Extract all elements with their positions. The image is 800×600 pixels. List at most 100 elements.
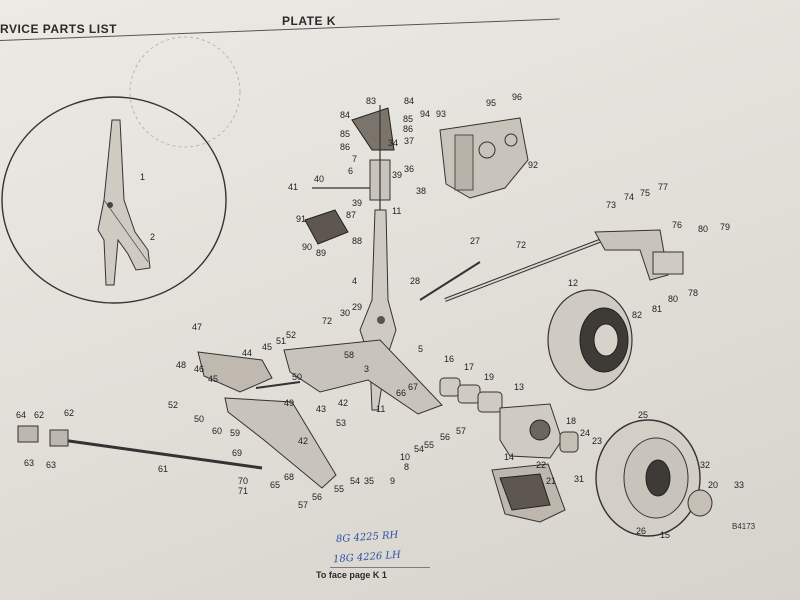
svg-text:81: 81: [652, 304, 662, 314]
svg-text:82: 82: [632, 310, 642, 320]
svg-text:11: 11: [392, 206, 401, 216]
svg-text:53: 53: [336, 418, 346, 428]
svg-text:7: 7: [352, 154, 357, 164]
svg-text:86: 86: [340, 142, 350, 152]
king-pin-column: [359, 209, 397, 411]
svg-text:18: 18: [566, 416, 576, 426]
svg-text:10: 10: [400, 452, 410, 462]
svg-text:80: 80: [668, 294, 678, 304]
svg-text:70: 70: [238, 476, 248, 486]
svg-text:47: 47: [192, 322, 202, 332]
svg-text:92: 92: [528, 160, 538, 170]
svg-text:24: 24: [580, 428, 590, 438]
svg-text:57: 57: [456, 426, 466, 436]
svg-text:48: 48: [176, 360, 186, 370]
hub-cap-12: [547, 289, 633, 391]
svg-text:56: 56: [440, 432, 450, 442]
svg-text:86: 86: [403, 124, 413, 134]
svg-text:66: 66: [396, 388, 406, 398]
svg-text:13: 13: [514, 382, 524, 392]
svg-text:95: 95: [486, 98, 496, 108]
svg-text:54: 54: [414, 444, 424, 454]
svg-text:40: 40: [314, 174, 324, 184]
svg-text:45: 45: [262, 342, 272, 352]
svg-text:49: 49: [284, 398, 294, 408]
svg-text:88: 88: [352, 236, 362, 246]
inset-stub-axle: [1, 96, 227, 304]
backplate-31: [491, 463, 566, 523]
svg-text:35: 35: [364, 476, 374, 486]
footer-rule: [330, 567, 430, 568]
svg-text:32: 32: [700, 460, 710, 470]
svg-text:33: 33: [734, 480, 744, 490]
svg-text:72: 72: [322, 316, 332, 326]
svg-text:55: 55: [334, 484, 344, 494]
svg-text:39: 39: [392, 170, 402, 180]
svg-text:16: 16: [444, 354, 454, 364]
svg-text:42: 42: [338, 398, 348, 408]
svg-text:73: 73: [606, 200, 616, 210]
svg-text:55: 55: [424, 440, 434, 450]
track-rod-61: [17, 425, 263, 470]
svg-text:80: 80: [698, 224, 708, 234]
svg-text:52: 52: [286, 330, 296, 340]
svg-text:60: 60: [212, 426, 222, 436]
svg-text:72: 72: [516, 240, 526, 250]
svg-text:89: 89: [316, 248, 326, 258]
svg-text:84: 84: [340, 110, 350, 120]
lower-arm-frame: [197, 339, 443, 489]
svg-text:59: 59: [230, 428, 240, 438]
header-service-parts-list: RVICE PARTS LIST: [0, 22, 117, 36]
svg-text:94: 94: [420, 109, 430, 119]
hub-13: [499, 403, 579, 459]
svg-text:19: 19: [484, 372, 494, 382]
svg-text:20: 20: [708, 480, 718, 490]
svg-text:67: 67: [408, 382, 418, 392]
brake-drum-25: [595, 419, 713, 537]
svg-text:52: 52: [168, 400, 178, 410]
svg-text:6: 6: [348, 166, 353, 176]
svg-text:63: 63: [24, 458, 34, 468]
svg-text:46: 46: [194, 364, 204, 374]
svg-text:91: 91: [296, 214, 306, 224]
svg-text:41: 41: [288, 182, 298, 192]
svg-text:69: 69: [232, 448, 242, 458]
svg-text:93: 93: [436, 109, 446, 119]
svg-text:56: 56: [312, 492, 322, 502]
svg-text:87: 87: [346, 210, 356, 220]
header-plate-title: PLATE K: [282, 14, 336, 28]
inset-circle: [1, 96, 227, 304]
svg-text:78: 78: [688, 288, 698, 298]
svg-text:62: 62: [34, 410, 44, 420]
svg-text:43: 43: [316, 404, 326, 414]
svg-text:58: 58: [344, 350, 354, 360]
svg-text:68: 68: [284, 472, 294, 482]
steering-box-assembly: [304, 105, 529, 245]
svg-text:85: 85: [340, 129, 350, 139]
svg-text:36: 36: [404, 164, 414, 174]
svg-text:9: 9: [390, 476, 395, 486]
svg-text:44: 44: [242, 348, 252, 358]
svg-text:34: 34: [388, 138, 398, 148]
svg-text:96: 96: [512, 92, 522, 102]
callout-labels: 1 2 83 84 84 85 85 86 86 94 93 95 96 92 …: [16, 92, 744, 540]
svg-text:38: 38: [416, 186, 426, 196]
svg-text:50: 50: [194, 414, 204, 424]
svg-text:2: 2: [150, 232, 155, 242]
svg-text:85: 85: [403, 114, 413, 124]
svg-text:8: 8: [404, 462, 409, 472]
svg-text:5: 5: [418, 344, 423, 354]
steering-tie-rod: [419, 229, 684, 302]
svg-text:83: 83: [366, 96, 376, 106]
svg-text:79: 79: [720, 222, 730, 232]
svg-text:39: 39: [352, 198, 362, 208]
svg-text:28: 28: [410, 276, 420, 286]
svg-text:77: 77: [658, 182, 668, 192]
svg-text:71: 71: [238, 486, 248, 496]
svg-text:37: 37: [404, 136, 414, 146]
svg-text:22: 22: [536, 460, 546, 470]
svg-text:21: 21: [546, 476, 556, 486]
svg-text:25: 25: [638, 410, 648, 420]
svg-text:76: 76: [672, 220, 682, 230]
